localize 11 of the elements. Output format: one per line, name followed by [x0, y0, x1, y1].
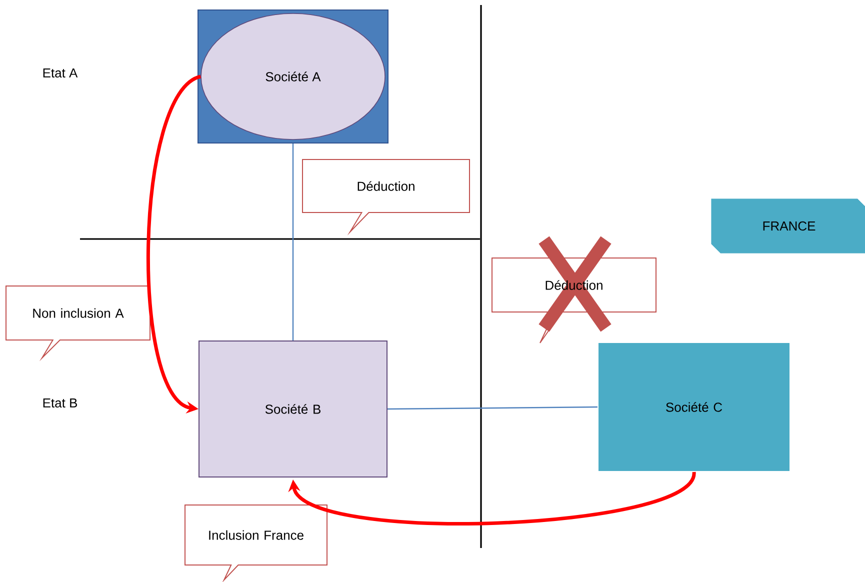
ellipse-node: Société A [200, 13, 386, 140]
region-tag: FRANCE [710, 198, 865, 254]
callout-box: Non inclusion A [6, 286, 150, 362]
company-box: Société C [598, 342, 790, 472]
company-box: Société B [198, 340, 388, 478]
region-label: Etat B [43, 398, 77, 408]
callout-box: Inclusion France [184, 504, 328, 582]
region-label: Etat A [43, 68, 78, 78]
connector-line [292, 144, 294, 340]
connector-line [388, 406, 598, 410]
callout-box: Déduction [302, 159, 470, 236]
